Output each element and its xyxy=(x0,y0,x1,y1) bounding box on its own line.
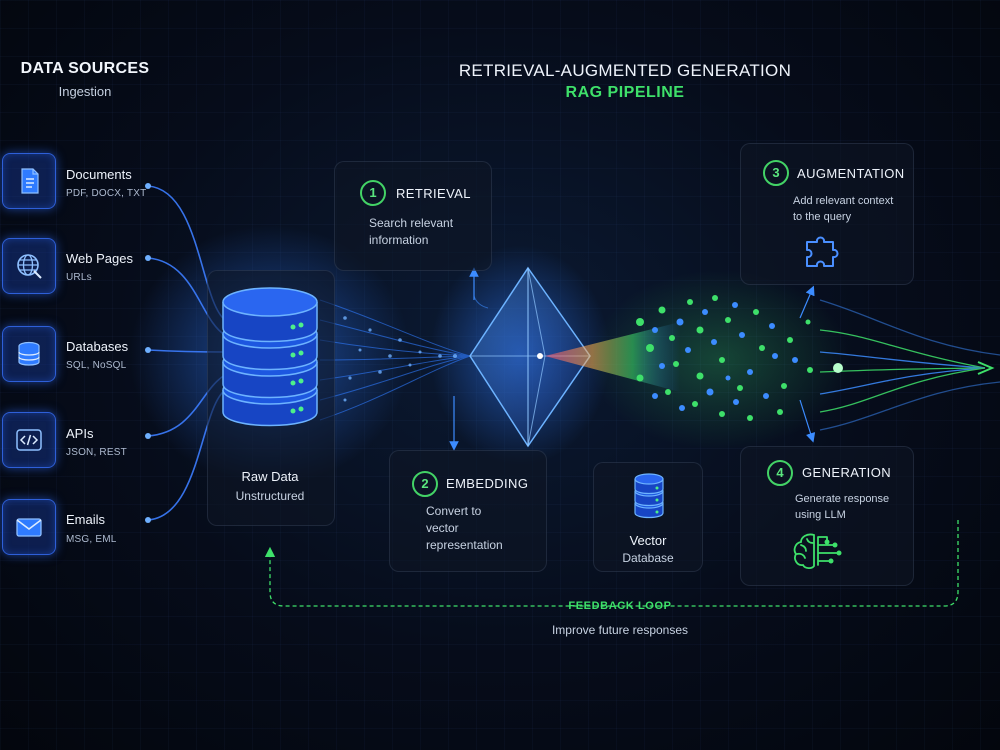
step-title: EMBEDDING xyxy=(446,476,529,491)
retrieval-step-card: 1 RETRIEVAL Search relevant information xyxy=(334,161,492,271)
step-description-line: to the query xyxy=(793,211,852,223)
raw-data-database-icon xyxy=(222,287,318,427)
puzzle-icon xyxy=(806,236,839,267)
feedback-loop-description: Improve future responses xyxy=(551,623,689,637)
augmentation-step-card: 3 AUGMENTATION Add relevant context to t… xyxy=(740,143,914,285)
step-description: Convert to vector representation xyxy=(426,503,503,554)
embedding-step-card: 2 EMBEDDING Convert to vector representa… xyxy=(389,450,547,572)
source-title: Databases xyxy=(66,339,129,354)
document-icon xyxy=(2,153,56,209)
step-number: 2 xyxy=(412,471,438,497)
vector-database-subtitle: Database xyxy=(622,551,674,565)
vector-database-icon xyxy=(634,473,664,519)
source-formats: SQL, NoSQL xyxy=(66,360,127,371)
pipeline-title: RETRIEVAL-AUGMENTED GENERATION xyxy=(458,61,792,80)
step-description-line: using LLM xyxy=(795,509,846,521)
globe-icon xyxy=(2,238,56,294)
source-formats: MSG, EML xyxy=(66,534,117,545)
source-formats: JSON, REST xyxy=(66,447,127,458)
step-description: Search relevant information xyxy=(369,215,453,249)
code-icon xyxy=(2,412,56,468)
generation-step-card: 4 GENERATION Generate response using LLM xyxy=(740,446,914,586)
source-title: APIs xyxy=(66,426,94,441)
step-number: 1 xyxy=(360,180,386,206)
step-description: Generate response using LLM xyxy=(795,491,889,523)
pipeline-subtitle: RAG PIPELINE xyxy=(565,84,685,101)
source-title: Documents xyxy=(66,167,132,182)
step-description-line: vector xyxy=(426,521,459,535)
source-title: Emails xyxy=(66,512,106,527)
step-description-line: Add relevant context xyxy=(793,195,894,207)
step-number: 3 xyxy=(763,160,789,186)
step-title: RETRIEVAL xyxy=(396,186,471,201)
vector-database-card: Vector Database xyxy=(593,462,703,572)
source-formats: PDF, DOCX, TXT xyxy=(66,188,147,199)
step-number: 4 xyxy=(767,460,793,486)
source-formats: URLs xyxy=(66,272,92,283)
step-title: GENERATION xyxy=(802,465,891,480)
step-description-line: Search relevant xyxy=(369,216,454,230)
step-description: Add relevant context to the query xyxy=(793,193,893,225)
step-description-line: information xyxy=(369,233,429,247)
raw-data-subtitle: Unstructured xyxy=(235,489,305,503)
brain-icon xyxy=(793,533,842,570)
step-description-line: Generate response xyxy=(795,493,890,505)
step-title: AUGMENTATION xyxy=(797,166,905,181)
feedback-loop-title: FEEDBACK LOOP xyxy=(568,600,672,612)
data-sources-subtitle: Ingestion xyxy=(58,84,112,99)
data-sources-title: DATA SOURCES xyxy=(20,60,150,77)
step-description-line: representation xyxy=(426,538,503,552)
envelope-icon xyxy=(2,499,56,555)
embedding-particle-cloud xyxy=(636,295,813,421)
raw-data-title: Raw Data xyxy=(241,469,299,484)
prism-shape xyxy=(469,266,591,448)
source-title: Web Pages xyxy=(66,251,133,266)
database-icon xyxy=(2,326,56,382)
step-description-line: Convert to xyxy=(426,504,482,518)
vector-database-title: Vector xyxy=(629,533,667,548)
